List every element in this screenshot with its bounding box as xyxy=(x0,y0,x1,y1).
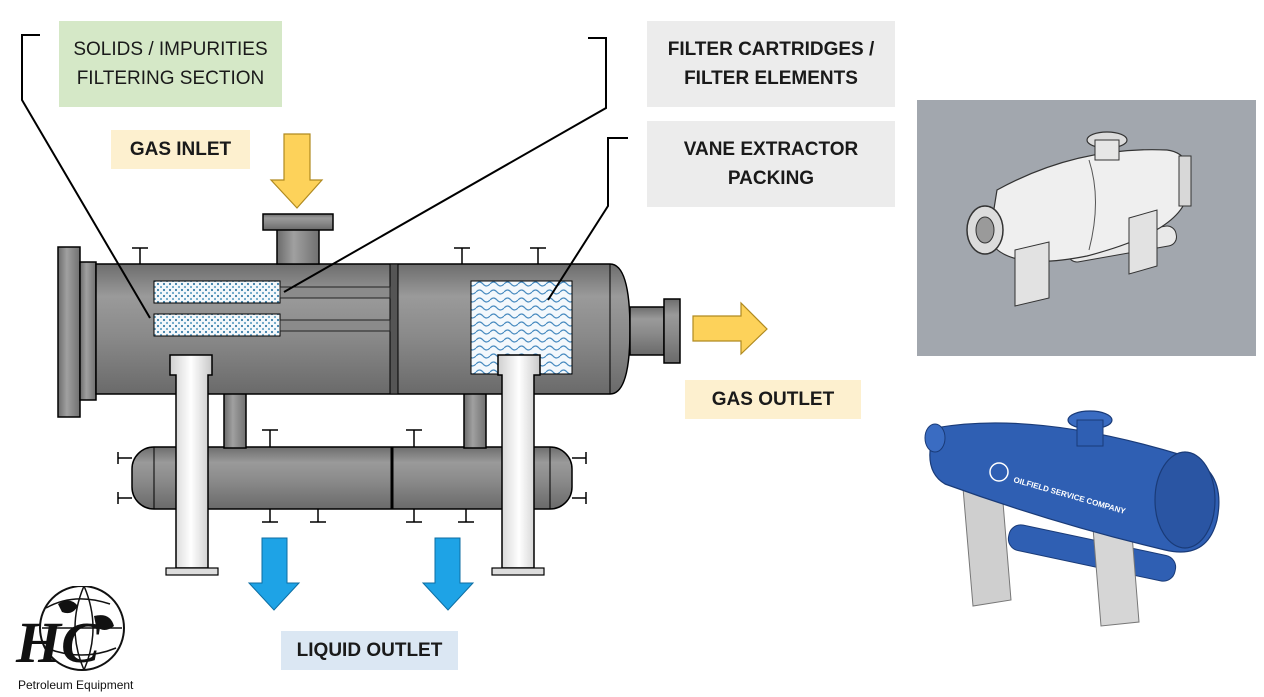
leader-lines xyxy=(21,34,628,319)
vane-label-line-1: VANE EXTRACTOR xyxy=(683,139,859,160)
main-vessel xyxy=(57,213,681,418)
filter-cartridge-top xyxy=(153,280,281,304)
logo-tagline: Petroleum Equipment xyxy=(18,678,134,692)
downcomer-right xyxy=(463,391,487,449)
filter-label-line-2: FILTER ELEMENTS xyxy=(684,68,858,89)
gas-outlet-label: GAS OUTLET xyxy=(685,380,861,419)
solids-label-line-1: SOLIDS / IMPURITIES xyxy=(73,39,268,60)
gas-outlet-arrow xyxy=(692,301,768,356)
logo-mark-text: HC xyxy=(15,610,101,675)
downcomer-left xyxy=(223,391,247,449)
filter-cartridge-bottom xyxy=(153,313,281,337)
saddle-left xyxy=(165,354,219,576)
filter-label-line-1: FILTER CARTRIDGES / xyxy=(667,39,875,60)
vane-extractor-label: VANE EXTRACTOR PACKING xyxy=(647,121,895,207)
solids-filtering-label: SOLIDS / IMPURITIES FILTERING SECTION xyxy=(59,21,282,107)
liquid-outlet-arrow-right xyxy=(421,537,475,611)
vane-extractor-packing xyxy=(470,280,573,375)
vane-label-line-2: PACKING xyxy=(727,168,815,189)
solids-label-line-2: FILTERING SECTION xyxy=(76,68,265,89)
liquid-outlet-label: LIQUID OUTLET xyxy=(281,631,458,670)
gas-inlet-arrow xyxy=(269,133,324,209)
liquid-outlet-arrow-left xyxy=(247,537,301,611)
liquid-boot-vessel xyxy=(117,429,587,523)
gas-inlet-label: GAS INLET xyxy=(111,130,250,169)
filter-cartridges-label: FILTER CARTRIDGES / FILTER ELEMENTS xyxy=(647,21,895,107)
company-logo: HC xyxy=(15,586,125,675)
saddle-right xyxy=(491,354,545,576)
separator-render-blue: OILFIELD SERVICE COMPANY xyxy=(915,400,1260,632)
separator-render-grey xyxy=(917,100,1256,356)
